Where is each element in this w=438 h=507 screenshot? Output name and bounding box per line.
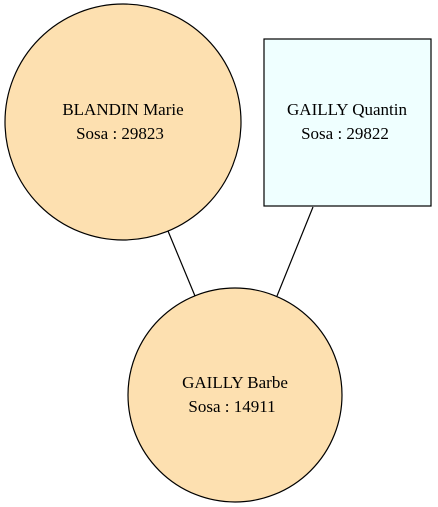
child-sosa: Sosa : 14911 <box>188 397 275 416</box>
child-name: GAILLY Barbe <box>182 373 288 392</box>
mother-name: BLANDIN Marie <box>62 100 183 119</box>
node-father[interactable]: GAILLY Quantin Sosa : 29822 <box>263 38 432 207</box>
child-circle <box>127 287 343 503</box>
mother-sosa: Sosa : 29823 <box>76 124 164 143</box>
edge-mother-child <box>167 230 196 297</box>
father-sosa: Sosa : 29822 <box>301 124 389 143</box>
node-mother[interactable]: BLANDIN Marie Sosa : 29823 <box>4 3 242 241</box>
edge-father-child <box>276 206 314 297</box>
mother-circle <box>4 3 242 241</box>
father-name: GAILLY Quantin <box>287 100 407 119</box>
father-square <box>263 38 432 207</box>
node-child[interactable]: GAILLY Barbe Sosa : 14911 <box>127 287 343 503</box>
